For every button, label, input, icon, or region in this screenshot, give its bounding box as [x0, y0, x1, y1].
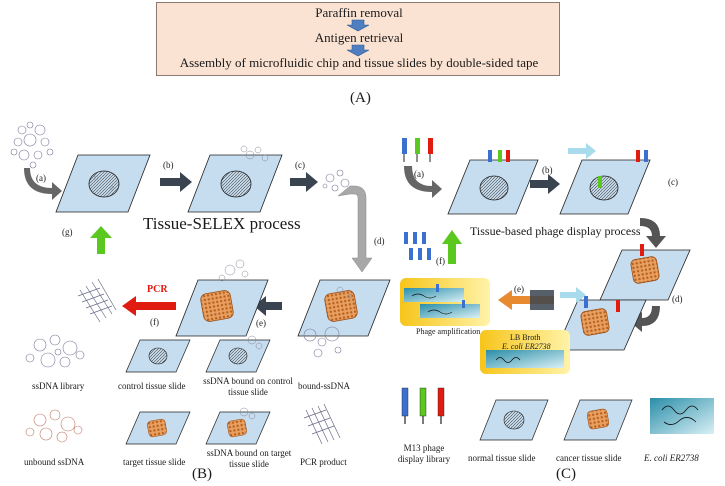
- curved-arrow-icon: [404, 166, 442, 198]
- down-arrow-icon: [346, 19, 370, 32]
- legend-ssdna-control-icon: [205, 335, 271, 373]
- b-step-f: (f): [150, 317, 159, 327]
- legend-cancer-slide-icon: [563, 399, 633, 441]
- slide-cancer-2: [555, 296, 647, 351]
- right-arrow-icon: [530, 174, 560, 194]
- slide-target-1: [297, 279, 391, 337]
- legend-ssdna-target-icon: [205, 407, 271, 445]
- label-c: (C): [556, 466, 576, 482]
- lb-broth-box: [480, 330, 570, 374]
- left-arrow-icon: [254, 296, 282, 316]
- phage-library-icon: [402, 138, 433, 162]
- light-arrow-icon: [560, 287, 586, 303]
- c-step-b: (b): [542, 165, 553, 175]
- legend-ecoli-icon: [650, 398, 714, 434]
- step-paraffin-removal: Paraffin removal: [315, 5, 403, 20]
- legend-c-0: M13 phage display library: [397, 443, 451, 464]
- legend-control-slide-icon: [125, 339, 191, 373]
- b-step-e: (e): [256, 318, 266, 328]
- lb-broth-strain: E. coli ER2738: [502, 342, 551, 351]
- legend-c-2: cancer tissue slide: [556, 453, 622, 463]
- b-step-d: (d): [374, 236, 385, 246]
- lb-broth-label: LB Broth: [510, 333, 541, 342]
- left-arrow-icon: [498, 290, 554, 310]
- legend-b-4: unbound ssDNA: [24, 457, 85, 467]
- label-b: (B): [192, 466, 212, 482]
- light-arrow-icon: [568, 143, 596, 159]
- workflow-box: Paraffin removal Antigen retrieval Assem…: [156, 2, 560, 76]
- b-step-b: (b): [163, 160, 174, 170]
- legend-bound-ssdna-icon: [303, 326, 342, 358]
- curved-arrow-icon: [24, 168, 62, 200]
- legend-target-slide-icon: [125, 411, 191, 445]
- b-title: Tissue-SELEX process: [143, 214, 301, 233]
- legend-phage-library-icon: [401, 387, 445, 424]
- pcr-product-icon: [77, 278, 117, 323]
- legend-normal-slide-icon: [479, 399, 549, 441]
- c-step-c: (c): [668, 177, 678, 187]
- legend-unbound-ssdna-icon: [25, 409, 83, 443]
- up-arrow-icon: [442, 230, 462, 264]
- slide-control-2: [187, 145, 283, 213]
- down-arrow-icon: [346, 44, 370, 57]
- legend-pcr-product-icon: [303, 403, 341, 445]
- legend-b-0: ssDNA library: [32, 381, 85, 391]
- legend-b-2: ssDNA bound on control tissue slide: [203, 376, 293, 397]
- slide-cancer-1: [599, 244, 691, 301]
- slide-control-1: [55, 154, 151, 213]
- step-antigen-retrieval: Antigen retrieval: [314, 30, 404, 45]
- legend-b-1: control tissue slide: [118, 381, 186, 391]
- slide-normal-2: [559, 150, 651, 215]
- slide-target-2: [175, 259, 269, 337]
- step-assembly: Assembly of microfluidic chip and tissue…: [179, 55, 539, 70]
- legend-ssdna-library-icon: [25, 334, 85, 368]
- legend-b-6: ssDNA bound on target tissue slide: [206, 448, 292, 469]
- phage-amplification-box: [400, 278, 490, 326]
- curved-return-arrow-icon: [630, 306, 660, 332]
- legend-c-1: normal tissue slide: [468, 453, 536, 463]
- c-step-f: (f): [436, 256, 445, 266]
- c-step-a: (a): [414, 169, 424, 179]
- phage-group-icon: [404, 232, 431, 260]
- down-turn-arrow-icon: [337, 185, 373, 273]
- label-a: (A): [350, 90, 371, 106]
- b-step-a: (a): [36, 173, 46, 183]
- c-title: Tissue-based phage display process: [470, 224, 641, 238]
- curved-down-arrow-icon: [640, 218, 666, 248]
- legend-b-7: PCR product: [300, 457, 347, 467]
- up-arrow-icon: [90, 226, 112, 254]
- legend-c-3: E. coli ER2738: [644, 453, 699, 463]
- b-step-g: (g): [62, 227, 73, 237]
- right-arrow-icon: [160, 172, 192, 192]
- pcr-label: PCR: [147, 284, 168, 295]
- b-step-c: (c): [295, 160, 305, 170]
- legend-b-3: bound-ssDNA: [298, 381, 351, 391]
- right-arrow-icon: [290, 172, 318, 192]
- c-step-d: (d): [672, 294, 683, 304]
- phage-amplification-label: Phage amplification: [416, 327, 481, 336]
- c-step-e: (e): [514, 284, 524, 294]
- ssdna-library-icon: [10, 121, 54, 169]
- slide-normal-1: [447, 150, 539, 215]
- pcr-arrow-icon: [122, 296, 176, 316]
- legend-b-5: target tissue slide: [123, 457, 186, 467]
- bound-ssdna-icon: [322, 169, 350, 192]
